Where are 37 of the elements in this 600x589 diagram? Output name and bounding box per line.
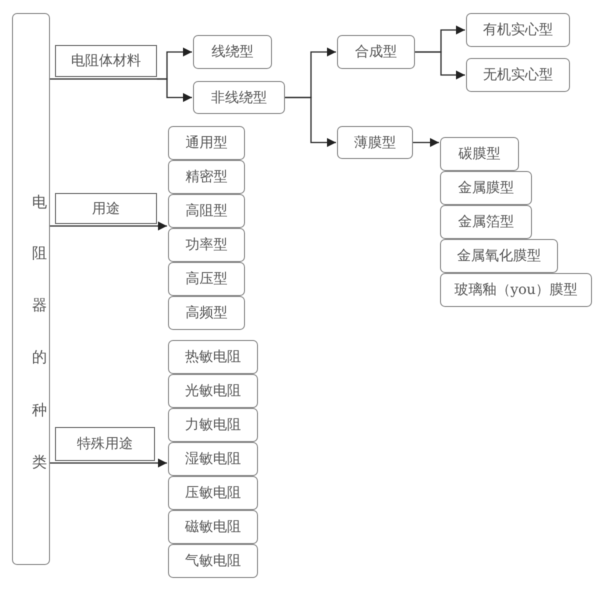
- category-box: 电阻体材料: [55, 45, 157, 77]
- type-box: 玻璃釉（you）膜型: [440, 273, 592, 307]
- type-box: 高频型: [168, 296, 245, 330]
- arrow: [157, 78, 192, 102]
- type-box: 金属膜型: [440, 171, 532, 205]
- type-box: 无机实心型: [466, 58, 570, 92]
- type-box: 力敏电阻: [168, 408, 258, 442]
- type-box: 有机实心型: [466, 13, 570, 47]
- type-box: 湿敏电阻: [168, 442, 258, 476]
- title-box: 电阻器的种类: [12, 13, 50, 565]
- type-box: 线绕型: [193, 35, 272, 69]
- arrow: [413, 138, 439, 147]
- type-box: 高压型: [168, 262, 245, 296]
- type-box: 光敏电阻: [168, 374, 258, 408]
- connector-line: [50, 462, 155, 464]
- type-box: 气敏电阻: [168, 544, 258, 578]
- category-box: 特殊用途: [55, 427, 155, 461]
- type-box: 金属箔型: [440, 205, 532, 239]
- category-box: 用途: [55, 193, 157, 224]
- type-box: 通用型: [168, 126, 245, 160]
- connector-line: [50, 225, 157, 227]
- arrow: [157, 222, 167, 230]
- type-box: 合成型: [337, 35, 415, 69]
- type-box: 压敏电阻: [168, 476, 258, 510]
- type-box: 金属氧化膜型: [440, 239, 558, 273]
- type-box: 磁敏电阻: [168, 510, 258, 544]
- type-box: 功率型: [168, 228, 245, 262]
- type-box: 非线绕型: [193, 81, 285, 114]
- type-box: 热敏电阻: [168, 340, 258, 374]
- type-box: 碳膜型: [440, 137, 519, 171]
- type-box: 高阻型: [168, 194, 245, 228]
- arrow: [415, 51, 465, 80]
- connector-line: [50, 78, 157, 80]
- arrow: [285, 96, 336, 147]
- arrow: [155, 458, 167, 468]
- type-box: 薄膜型: [337, 126, 413, 159]
- type-box: 精密型: [168, 160, 245, 194]
